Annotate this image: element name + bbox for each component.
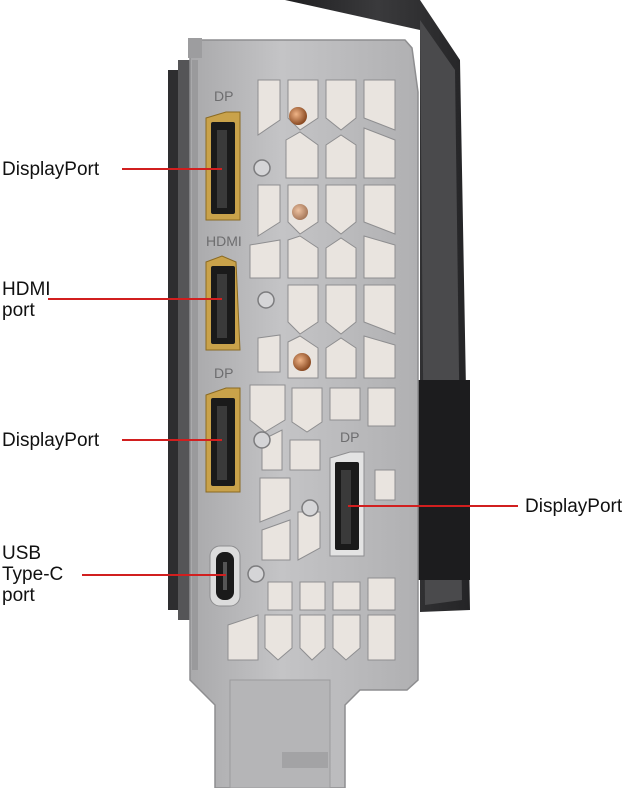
copper-heatpipes xyxy=(289,107,311,371)
callout-leader-lines xyxy=(48,168,518,576)
etched-label-hdmi: HDMI xyxy=(206,233,242,249)
callout-displayport-1: DisplayPort xyxy=(2,159,100,180)
etched-label-dp-middle: DP xyxy=(214,365,233,381)
callout-hdmi-port: HDMI port xyxy=(2,279,51,321)
displayport-top-port xyxy=(205,111,241,221)
callout-usb-type-c-port: USB Type-C port xyxy=(2,543,64,606)
callout-displayport-2: DisplayPort xyxy=(2,430,100,451)
bracket-screws xyxy=(247,159,319,583)
etched-label-dp-top: DP xyxy=(214,88,233,104)
displayport-right-port xyxy=(329,451,365,557)
bracket-etched-marking xyxy=(282,752,328,768)
etched-label-dp-right: DP xyxy=(340,429,359,445)
callout-displayport-3: DisplayPort xyxy=(525,496,623,517)
displayport-middle-port xyxy=(205,387,241,493)
hdmi-port xyxy=(205,255,241,351)
